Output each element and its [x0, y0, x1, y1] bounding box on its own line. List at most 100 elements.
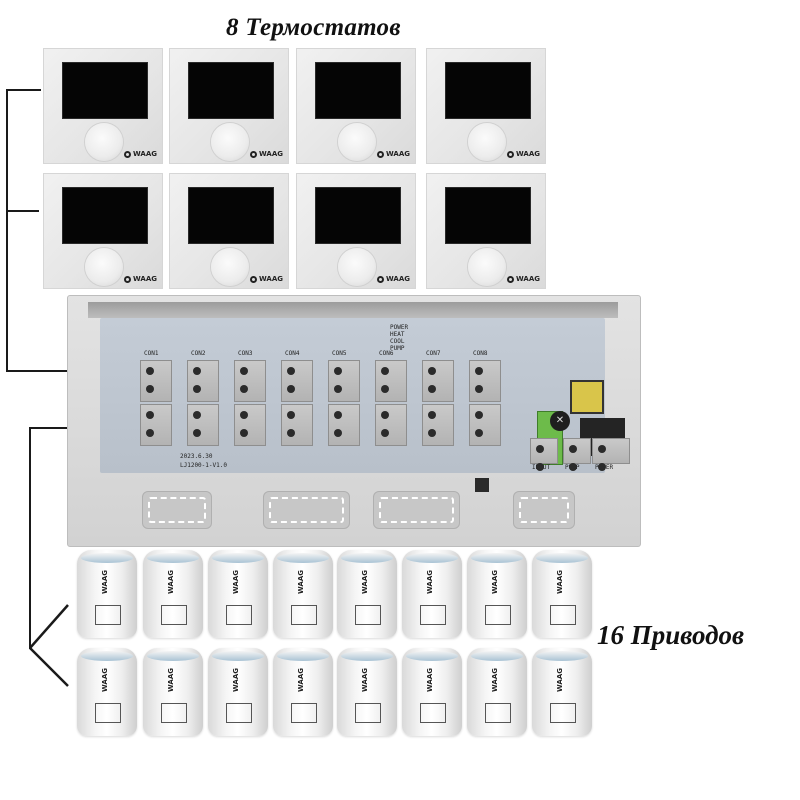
thermostat: WAAG	[169, 173, 289, 289]
thermostat: WAAG	[426, 48, 546, 164]
pcb-date: 2023.6.30	[180, 453, 213, 460]
thermostat-screen	[315, 62, 401, 119]
pcb-label-heat: HEAT	[390, 331, 405, 338]
capacitor-icon: ✕	[550, 411, 570, 431]
thermal-actuator: WAAG	[532, 648, 592, 736]
thermal-actuator: WAAG	[77, 550, 137, 638]
thermostat-brand: WAAG	[250, 275, 283, 283]
actuator-brand: WAAG	[556, 570, 564, 594]
actuator-indicator-window	[485, 703, 511, 723]
wire-fork-lower	[29, 647, 69, 687]
actuator-indicator-window	[226, 605, 252, 625]
actuator-cap	[81, 651, 133, 661]
actuator-cap	[147, 553, 199, 563]
actuator-cap	[212, 553, 264, 563]
controller-rim	[88, 302, 618, 318]
actuator-cap	[406, 651, 458, 661]
brand-text: WAAG	[259, 150, 283, 158]
thermostat-terminal	[422, 360, 454, 402]
thermostat-brand: WAAG	[507, 275, 540, 283]
thermal-actuator: WAAG	[467, 550, 527, 638]
actuator-brand: WAAG	[232, 570, 240, 594]
actuator-terminal	[469, 404, 501, 446]
actuator-brand: WAAG	[426, 570, 434, 594]
pcb-label-cool: COOL	[390, 338, 405, 345]
wire-thermostat-vertical	[6, 89, 8, 372]
actuator-indicator-window	[226, 703, 252, 723]
thermostat-knob	[85, 248, 123, 286]
thermostat-knob	[338, 248, 376, 286]
actuator-brand: WAAG	[167, 570, 175, 594]
wire-thermostat-row2	[6, 210, 39, 212]
actuator-brand: WAAG	[232, 668, 240, 692]
actuator-brand: WAAG	[101, 668, 109, 692]
thermostat-terminal	[328, 360, 360, 402]
actuator-brand: WAAG	[361, 570, 369, 594]
thermostat-terminal	[234, 360, 266, 402]
actuator-terminal	[234, 404, 266, 446]
actuator-cap	[471, 651, 523, 661]
thermostat-screen	[445, 187, 531, 244]
actuator-cap	[406, 553, 458, 563]
thermostat-brand: WAAG	[250, 150, 283, 158]
thermostat: WAAG	[43, 48, 163, 164]
actuator-indicator-window	[420, 703, 446, 723]
actuator-indicator-window	[550, 605, 576, 625]
brand-text: WAAG	[259, 275, 283, 283]
actuator-brand: WAAG	[491, 570, 499, 594]
thermostat-knob	[468, 248, 506, 286]
brand-text: WAAG	[516, 275, 540, 283]
zone-label: CON6	[379, 350, 394, 357]
zone-label: CON2	[191, 350, 206, 357]
thermostat: WAAG	[296, 173, 416, 289]
actuator-cap	[341, 651, 393, 661]
brand-text: WAAG	[133, 275, 157, 283]
actuator-indicator-window	[355, 703, 381, 723]
thermostat-brand: WAAG	[377, 150, 410, 158]
zone-label: CON4	[285, 350, 300, 357]
zone-label: CON8	[473, 350, 488, 357]
thermostat-screen	[188, 62, 274, 119]
output-terminal	[530, 438, 558, 471]
actuator-terminal	[422, 404, 454, 446]
wire-actuator-fork	[29, 604, 69, 687]
thermal-actuator: WAAG	[143, 648, 203, 736]
thermostat-terminal	[375, 360, 407, 402]
thermal-actuator: WAAG	[337, 550, 397, 638]
actuator-indicator-window	[95, 605, 121, 625]
cable-knockout-2	[263, 491, 350, 529]
thermal-actuator: WAAG	[402, 550, 462, 638]
pcb-model: LJ1200-1-V1.0	[180, 462, 227, 469]
actuator-indicator-window	[161, 605, 187, 625]
thermal-actuator: WAAG	[402, 648, 462, 736]
thermostat-terminal	[187, 360, 219, 402]
thermal-actuator: WAAG	[467, 648, 527, 736]
thermostat-screen	[62, 187, 148, 244]
actuator-terminal	[187, 404, 219, 446]
thermostat-knob	[211, 248, 249, 286]
actuator-indicator-window	[161, 703, 187, 723]
microchip	[475, 478, 489, 492]
brand-text: WAAG	[386, 150, 410, 158]
actuator-terminal	[328, 404, 360, 446]
brand-text: WAAG	[516, 150, 540, 158]
actuator-cap	[341, 553, 393, 563]
thermal-actuator: WAAG	[77, 648, 137, 736]
thermal-actuator: WAAG	[273, 648, 333, 736]
actuator-indicator-window	[355, 605, 381, 625]
circuit-board: ✕ 2023.6.30 LJ1200-1-V1.0 POWER HEAT COO…	[100, 318, 630, 492]
actuator-cap	[471, 553, 523, 563]
thermostat-screen	[315, 187, 401, 244]
wire-actuator-vertical	[29, 427, 31, 649]
thermostat-terminal	[281, 360, 313, 402]
thermal-actuator: WAAG	[143, 550, 203, 638]
wire-fork-upper	[29, 604, 69, 649]
actuator-terminal	[375, 404, 407, 446]
thermostat-brand: WAAG	[124, 150, 157, 158]
actuator-terminal	[140, 404, 172, 446]
actuators-heading: 16 Приводов	[597, 620, 745, 650]
thermostat-terminal	[140, 360, 172, 402]
actuator-cap	[536, 651, 588, 661]
actuator-cap	[277, 553, 329, 563]
transformer	[570, 380, 604, 414]
